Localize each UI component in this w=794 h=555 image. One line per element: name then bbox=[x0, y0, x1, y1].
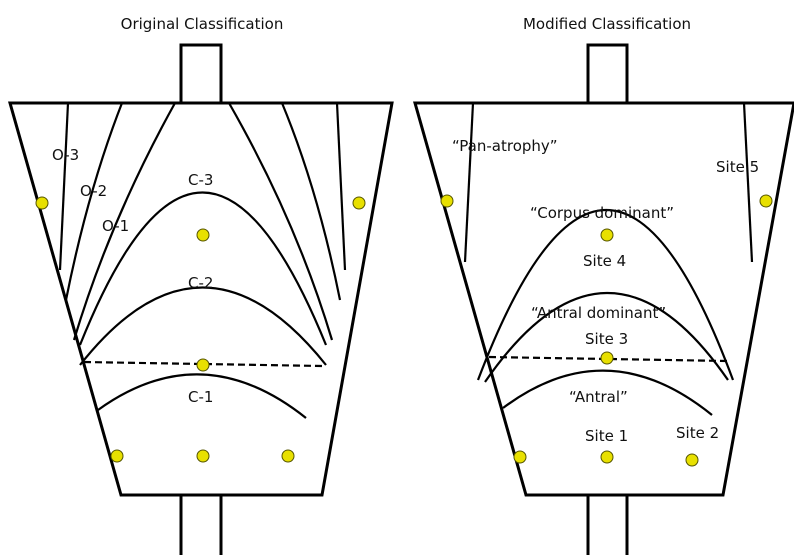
left-panel-title: Original Classification bbox=[121, 15, 284, 33]
biopsy-dot bbox=[600, 351, 614, 365]
label-o3: O-3 bbox=[52, 146, 79, 164]
right-stomach-diagram: Modified Classification “Pan-atrophy” Si… bbox=[413, 15, 794, 555]
biopsy-dot bbox=[440, 194, 454, 208]
antral-dominant-boundary bbox=[484, 291, 729, 383]
biopsy-dot bbox=[759, 194, 773, 208]
angulus-line bbox=[488, 355, 728, 363]
biopsy-dot bbox=[352, 196, 366, 210]
label-site4: Site 4 bbox=[583, 252, 626, 270]
left-biopsy-dots bbox=[35, 196, 366, 463]
label-pan-atrophy: “Pan-atrophy” bbox=[452, 137, 558, 155]
o3-boundary-left bbox=[58, 102, 70, 271]
biopsy-dot bbox=[196, 358, 210, 372]
right-panel-title: Modified Classification bbox=[523, 15, 691, 33]
angulus-line bbox=[83, 360, 323, 368]
label-site5: Site 5 bbox=[716, 158, 759, 176]
label-c3: C-3 bbox=[188, 171, 213, 189]
biopsy-dot bbox=[281, 449, 295, 463]
o3-boundary-right bbox=[335, 102, 347, 271]
label-site1: Site 1 bbox=[585, 427, 628, 445]
duodenum bbox=[586, 495, 629, 555]
stomach-outline bbox=[413, 101, 794, 497]
esophagus bbox=[586, 43, 629, 103]
label-antral: “Antral” bbox=[569, 388, 628, 406]
stomach-outline bbox=[8, 101, 394, 497]
c2-boundary bbox=[79, 286, 327, 366]
c1-boundary bbox=[97, 373, 307, 419]
label-corpus-dominant: “Corpus dominant” bbox=[530, 204, 674, 222]
biopsy-dot bbox=[35, 196, 49, 210]
corpus-dominant-boundary bbox=[476, 208, 735, 381]
biopsy-dot bbox=[110, 449, 124, 463]
antral-boundary bbox=[502, 369, 713, 416]
esophagus bbox=[179, 43, 223, 103]
left-stomach-diagram: Original Classification O-3 O-2 O-1 C-3 … bbox=[8, 15, 394, 555]
biopsy-dot bbox=[513, 450, 527, 464]
biopsy-dot bbox=[600, 450, 614, 464]
label-o1: O-1 bbox=[102, 217, 129, 235]
biopsy-dot bbox=[685, 453, 699, 467]
label-c1: C-1 bbox=[188, 388, 213, 406]
pan-atrophy-boundary-left bbox=[463, 102, 475, 263]
label-c2: C-2 bbox=[188, 274, 213, 292]
c3-boundary bbox=[78, 191, 328, 346]
o1-boundary-right bbox=[228, 102, 334, 341]
duodenum bbox=[179, 495, 223, 555]
biopsy-dot bbox=[600, 228, 614, 242]
label-antral-dominant: “Antral dominant” bbox=[531, 304, 666, 322]
label-site2: Site 2 bbox=[676, 424, 719, 442]
label-site3: Site 3 bbox=[585, 330, 628, 348]
biopsy-dot bbox=[196, 449, 210, 463]
o2-boundary-left bbox=[64, 102, 124, 301]
biopsy-dot bbox=[196, 228, 210, 242]
o2-boundary-right bbox=[280, 102, 342, 301]
o1-boundary-left bbox=[72, 102, 176, 341]
label-o2: O-2 bbox=[80, 182, 107, 200]
right-biopsy-dots bbox=[440, 194, 773, 467]
pan-atrophy-boundary-right bbox=[742, 102, 754, 263]
